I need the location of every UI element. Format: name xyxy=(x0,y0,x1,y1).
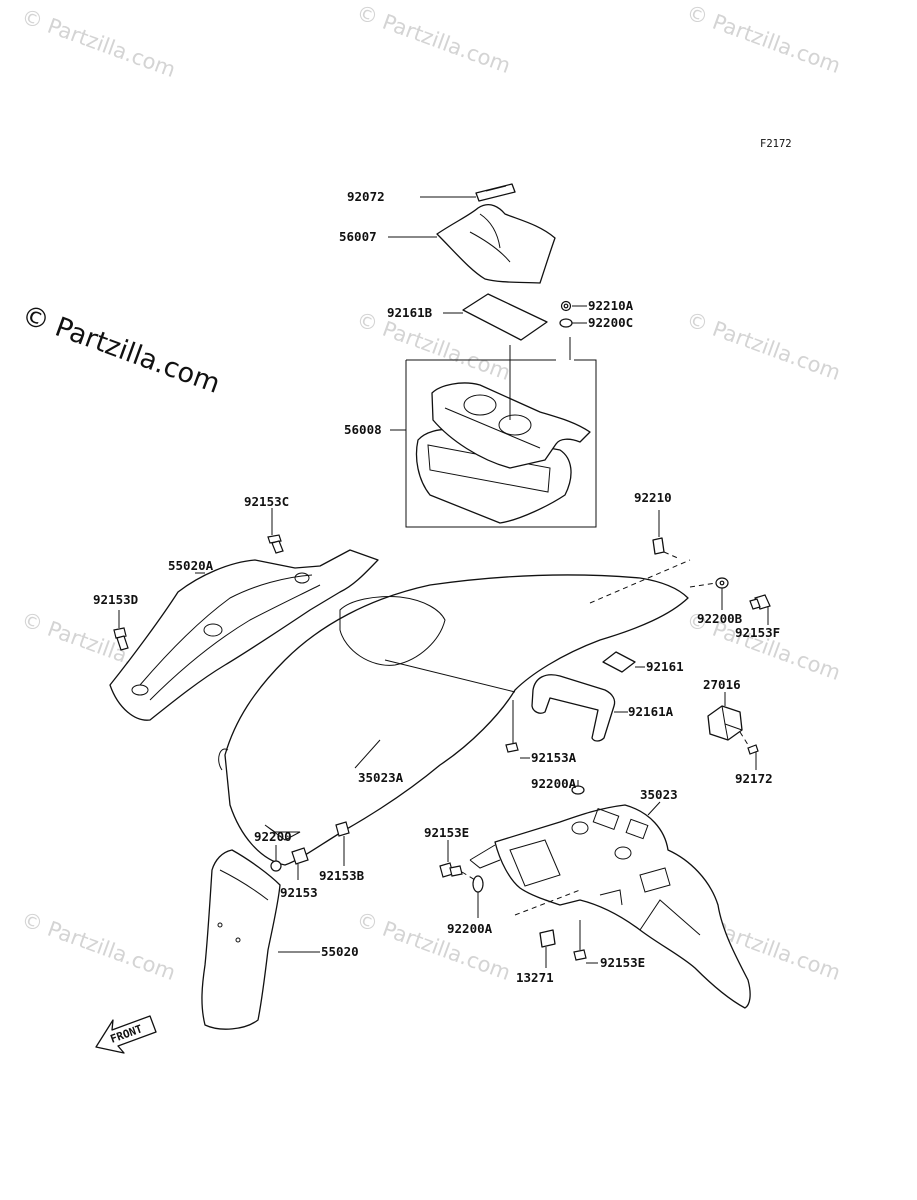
part-92161A-bumper xyxy=(531,674,628,742)
label-92153[interactable]: 92153 xyxy=(280,885,318,900)
label-92072[interactable]: 92072 xyxy=(347,189,385,204)
part-35023-rear-flap xyxy=(469,801,751,1009)
part-55020-mud-flap xyxy=(201,849,320,1030)
label-92200A-top[interactable]: 92200A xyxy=(531,776,577,791)
part-56007-tool-bag xyxy=(388,204,556,284)
part-92210-clip xyxy=(652,510,681,560)
label-92200C[interactable]: 92200C xyxy=(588,315,633,330)
label-92200B[interactable]: 92200B xyxy=(697,611,743,626)
part-35023A-rear-fender xyxy=(218,559,691,866)
watermark-large: © Partzilla.com xyxy=(18,299,224,399)
label-92172[interactable]: 92172 xyxy=(735,771,773,786)
part-92161B-pad xyxy=(443,293,548,341)
label-35023[interactable]: 35023 xyxy=(640,787,678,802)
part-92200A-washer-bottom xyxy=(461,871,484,918)
label-55020[interactable]: 55020 xyxy=(321,944,359,959)
part-55020A-side-cover xyxy=(109,549,379,721)
watermark-text: © Partzilla.com xyxy=(18,4,178,82)
label-92153B[interactable]: 92153B xyxy=(319,868,365,883)
label-92161A[interactable]: 92161A xyxy=(628,704,674,719)
label-92153A[interactable]: 92153A xyxy=(531,750,577,765)
label-92153E-bottom[interactable]: 92153E xyxy=(600,955,645,970)
part-92200B-washer xyxy=(689,577,729,610)
label-13271[interactable]: 13271 xyxy=(516,970,554,985)
label-92153D[interactable]: 92153D xyxy=(93,592,138,607)
watermark-text: © Partzilla.com xyxy=(18,907,178,985)
part-92200A-washer-top xyxy=(571,780,585,795)
part-92153-bolt xyxy=(291,847,309,880)
label-92153F[interactable]: 92153F xyxy=(735,625,780,640)
label-92153C[interactable]: 92153C xyxy=(244,494,289,509)
watermark-text: © Partzilla.com xyxy=(683,307,843,385)
part-92153B-bolt xyxy=(335,821,350,866)
label-92200[interactable]: 92200 xyxy=(254,829,292,844)
figure-code: F2172 xyxy=(760,138,792,150)
label-92153E-left[interactable]: 92153E xyxy=(424,825,469,840)
part-92161-pad xyxy=(602,651,645,673)
part-92153F-bolt xyxy=(749,594,771,625)
label-56008[interactable]: 56008 xyxy=(344,422,382,437)
label-92210[interactable]: 92210 xyxy=(634,490,672,505)
label-56007[interactable]: 56007 xyxy=(339,229,377,244)
watermark-text: © Partzilla.com xyxy=(353,0,513,78)
part-56008-case-assembly xyxy=(390,337,597,528)
label-55020A[interactable]: 55020A xyxy=(168,558,214,573)
part-92153E-bolt-bottom xyxy=(573,920,598,964)
front-direction-arrow: FRONT xyxy=(95,1015,157,1054)
part-92200-washer xyxy=(270,845,282,872)
part-92072-strap xyxy=(420,183,516,202)
part-labels: 92072 56007 92161B 92210A 92200C 56008 9… xyxy=(93,189,780,985)
label-92200A-bottom[interactable]: 92200A xyxy=(447,921,493,936)
part-27016-reflector xyxy=(707,692,743,741)
part-92172-screw xyxy=(739,731,759,770)
part-92153C-bolt xyxy=(267,508,284,554)
part-13271-clip xyxy=(539,929,556,968)
label-27016[interactable]: 27016 xyxy=(703,677,741,692)
label-92161[interactable]: 92161 xyxy=(646,659,684,674)
label-92210A[interactable]: 92210A xyxy=(588,298,634,313)
label-92161B[interactable]: 92161B xyxy=(387,305,433,320)
watermark-text: © Partzilla.com xyxy=(353,907,513,985)
part-92210A-nut xyxy=(560,300,572,312)
part-92200C-washer xyxy=(559,318,573,328)
part-92153E-bolt-left xyxy=(439,840,463,878)
watermark-text: © Partzilla.com xyxy=(683,0,843,78)
label-35023A[interactable]: 35023A xyxy=(358,770,404,785)
part-92153A-bolt xyxy=(505,700,530,759)
part-92153D-bolt xyxy=(113,610,129,651)
